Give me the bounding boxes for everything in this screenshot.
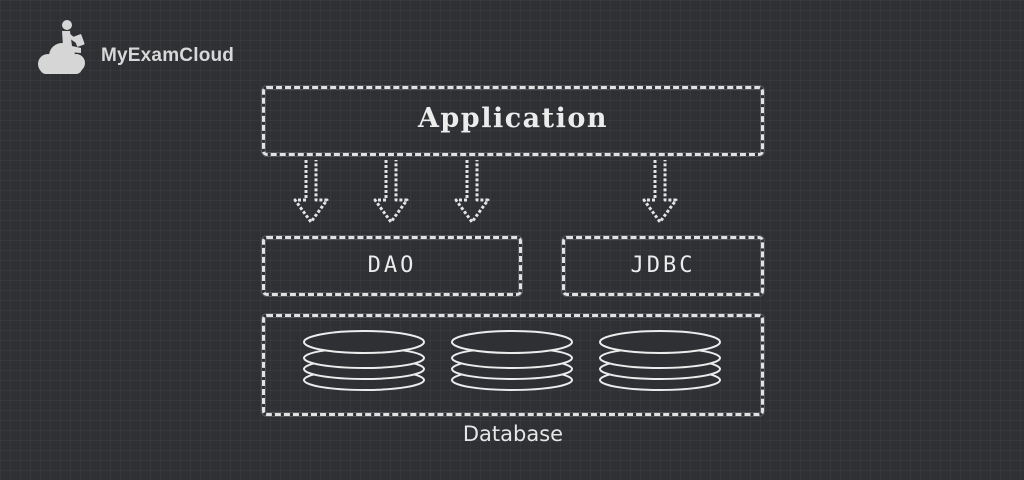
database-box xyxy=(262,314,764,416)
dao-label: DAO xyxy=(367,253,417,278)
dao-box: DAO xyxy=(262,236,522,296)
jdbc-label: JDBC xyxy=(630,253,696,278)
jdbc-box: JDBC xyxy=(562,236,764,296)
database-label: Database xyxy=(462,422,564,446)
database-stack-icon xyxy=(451,330,573,391)
reader-on-cloud-icon xyxy=(38,20,85,74)
database-stack-icon xyxy=(599,330,721,391)
application-label: Application xyxy=(417,103,609,134)
brand-name: MyExamCloud xyxy=(101,45,235,66)
brand-logo: MyExamCloud xyxy=(34,18,244,82)
database-stack-icon xyxy=(303,330,425,391)
application-box: Application xyxy=(262,86,764,156)
